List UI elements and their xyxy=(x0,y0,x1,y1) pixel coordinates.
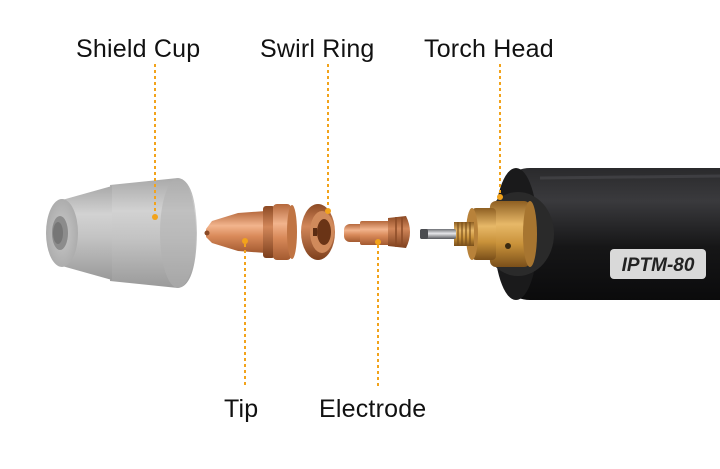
tip-part xyxy=(205,204,298,260)
dot-swirl-ring xyxy=(325,208,331,214)
label-electrode: Electrode xyxy=(319,397,426,422)
label-swirl-ring: Swirl Ring xyxy=(260,37,375,62)
shield-cup-part xyxy=(46,178,197,288)
dot-electrode xyxy=(375,239,381,245)
label-shield-cup: Shield Cup xyxy=(76,37,200,62)
model-label-text: IPTM-80 xyxy=(622,255,695,276)
model-label: IPTM-80 xyxy=(610,249,706,279)
label-torch-head: Torch Head xyxy=(424,37,554,62)
dot-shield-cup xyxy=(152,214,158,220)
torch-head-part: IPTM-80 xyxy=(420,168,720,300)
label-tip: Tip xyxy=(224,397,258,422)
dot-torch-head xyxy=(497,194,503,200)
dot-tip xyxy=(242,238,248,244)
